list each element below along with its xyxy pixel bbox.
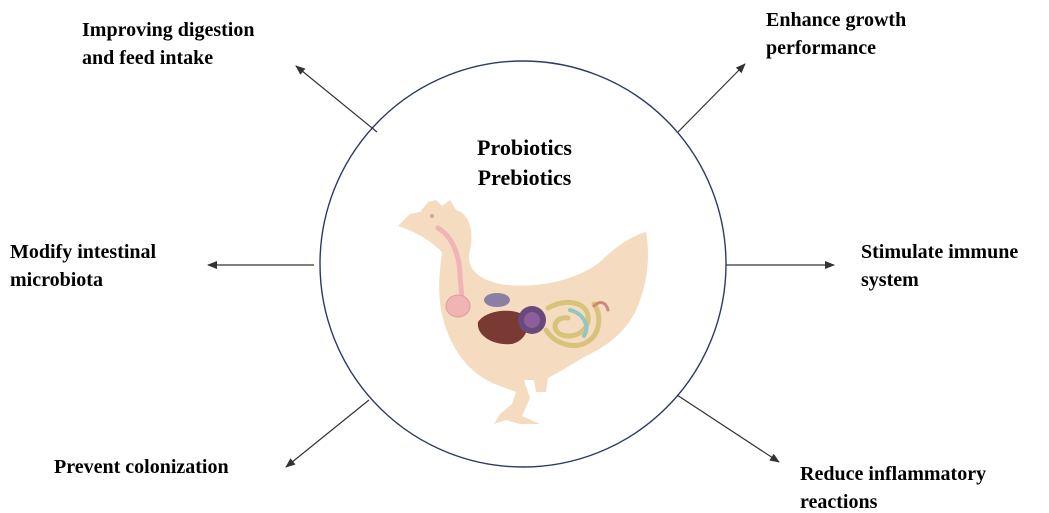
- effect-reduce-inflammatory: Reduce inflammatory reactions: [800, 460, 986, 513]
- center-title-probiotics: Probiotics: [0, 134, 1049, 162]
- arrow-top-left: [296, 66, 377, 132]
- effect-stimulate-immune: Stimulate immune system: [861, 238, 1018, 294]
- effect-enhance-growth: Enhance growth performance: [766, 6, 906, 62]
- center-title-prebiotics: Prebiotics: [0, 164, 1049, 192]
- effect-line: reactions: [800, 488, 986, 513]
- chicken-eye: [430, 214, 434, 218]
- effect-line: and feed intake: [82, 44, 254, 72]
- arrow-bottom-right: [677, 395, 779, 462]
- arrow-top-right: [678, 64, 745, 132]
- proventriculus: [484, 293, 510, 307]
- crop: [446, 295, 470, 317]
- effect-line: Prevent colonization: [54, 453, 229, 481]
- effect-modify-microbiota: Modify intestinal microbiota: [10, 238, 156, 294]
- effect-line: Modify intestinal: [10, 238, 156, 266]
- effect-line: performance: [766, 34, 906, 62]
- effect-improving-digestion: Improving digestion and feed intake: [82, 16, 254, 72]
- effect-line: Stimulate immune: [861, 238, 1018, 266]
- arrow-bottom-left: [286, 400, 369, 467]
- effect-line: Reduce inflammatory: [800, 460, 986, 488]
- effect-line: Enhance growth: [766, 6, 906, 34]
- effect-line: microbiota: [10, 266, 156, 294]
- effect-line: Improving digestion: [82, 16, 254, 44]
- effect-prevent-colonization: Prevent colonization: [54, 453, 229, 481]
- effect-line: system: [861, 266, 1018, 294]
- gizzard-highlight: [524, 312, 540, 328]
